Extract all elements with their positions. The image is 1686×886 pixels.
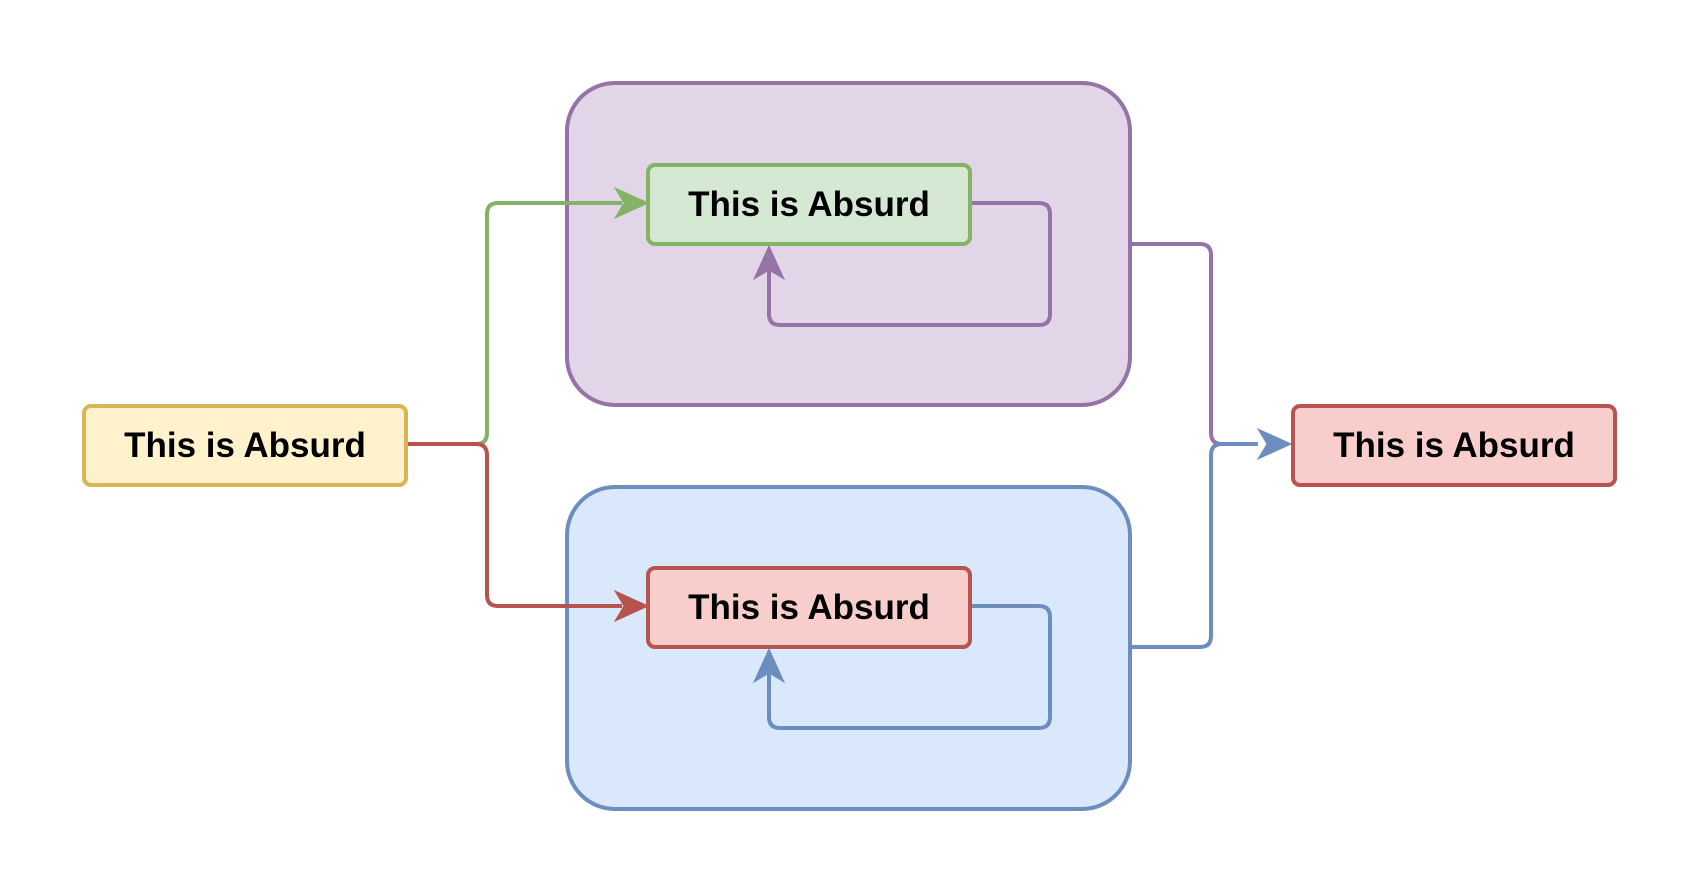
arrowhead-icon [752,647,786,684]
arrowhead-icon [752,244,786,281]
source-node: This is Absurd [82,404,408,487]
top-inner-node: This is Absurd [646,163,972,246]
edge-top-loop [752,201,1052,327]
edge-source-to-top [406,186,650,446]
arrowhead-icon [1256,427,1293,461]
arrowhead-icon [613,589,650,623]
bottom-inner-node: This is Absurd [646,566,972,649]
edge-top-group-to-target [1132,242,1258,446]
target-node: This is Absurd [1291,404,1617,487]
edge-bottom-loop [752,604,1052,730]
arrowhead-icon [613,186,650,220]
edge-source-to-bottom [406,442,650,623]
edge-bottom-group-to-target [1132,427,1293,649]
